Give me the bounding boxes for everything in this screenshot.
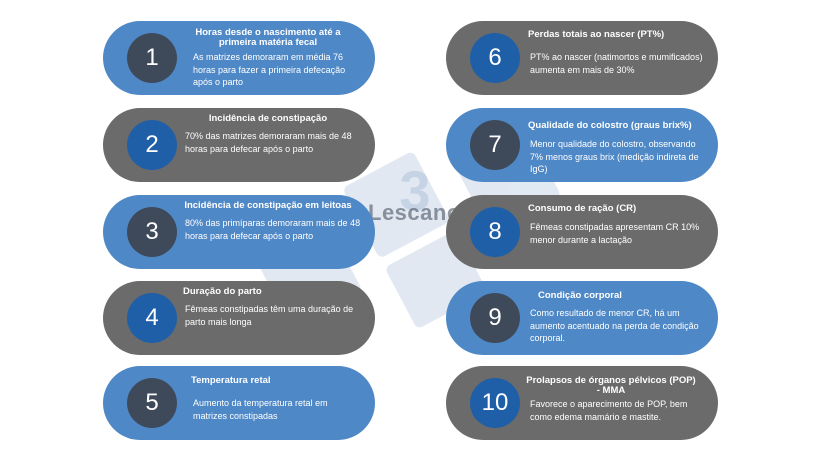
card-title: Temperatura retal: [191, 375, 271, 386]
number-badge: 6: [470, 33, 520, 83]
card-title: Horas desde o nascimento até a primeira …: [195, 27, 341, 48]
factor-card-4: 4 Duração do parto Fêmeas constipadas tê…: [103, 281, 375, 355]
factor-card-10: 10 Prolapsos de órganos pélvicos (POP) -…: [446, 366, 718, 440]
factor-card-3: 3 Incidência de constipação em leitoas 8…: [103, 195, 375, 269]
number-badge: 4: [127, 293, 177, 343]
card-description: 70% das matrizes demoraram mais de 48 ho…: [185, 131, 352, 154]
card-title: Prolapsos de órganos pélvicos (POP) - MM…: [526, 375, 696, 396]
card-title: Perdas totais ao nascer (PT%): [528, 29, 665, 40]
card-description: Como resultado de menor CR, há um aument…: [530, 308, 699, 343]
card-description: Fêmeas constipadas têm uma duração de pa…: [185, 304, 354, 327]
factor-card-6: 6 Perdas totais ao nascer (PT%) PT% ao n…: [446, 21, 718, 95]
number-badge: 3: [127, 207, 177, 257]
card-title: Consumo de ração (CR): [528, 203, 637, 214]
card-description: Fêmeas constipadas apresentam CR 10% men…: [530, 222, 700, 245]
number-badge: 2: [127, 120, 177, 170]
number-badge: 1: [127, 33, 177, 83]
number-badge: 8: [470, 207, 520, 257]
card-description: PT% ao nascer (natimortos e mumificados)…: [530, 52, 703, 75]
factor-card-7: 7 Qualidade do colostro (graus brix%) Me…: [446, 108, 718, 182]
card-description: 80% das primíparas demoraram mais de 48 …: [185, 218, 361, 241]
card-description: Menor qualidade do colostro, observando …: [530, 139, 699, 174]
card-description: Favorece o aparecimento de POP, bem como…: [530, 399, 688, 422]
factor-card-8: 8 Consumo de ração (CR) Fêmeas constipad…: [446, 195, 718, 269]
factor-card-5: 5 Temperatura retal Aumento da temperatu…: [103, 366, 375, 440]
number-badge: 5: [127, 378, 177, 428]
number-badge: 10: [470, 378, 520, 428]
card-title: Incidência de constipação em leitoas: [184, 200, 352, 211]
factor-card-2: 2 Incidência de constipação 70% das matr…: [103, 108, 375, 182]
card-title: Qualidade do colostro (graus brix%): [528, 120, 692, 131]
watermark-number: 3: [399, 159, 430, 222]
factor-card-9: 9 Condição corporal Como resultado de me…: [446, 281, 718, 355]
card-description: Aumento da temperatura retal em matrizes…: [193, 398, 328, 421]
card-description: As matrizes demoraram em média 76 horas …: [193, 52, 346, 87]
number-badge: 9: [470, 293, 520, 343]
card-title: Condição corporal: [538, 290, 622, 301]
factor-card-1: 1 Horas desde o nascimento até a primeir…: [103, 21, 375, 95]
card-title: Duração do parto: [183, 286, 262, 297]
card-title: Incidência de constipação: [208, 113, 328, 124]
number-badge: 7: [470, 120, 520, 170]
